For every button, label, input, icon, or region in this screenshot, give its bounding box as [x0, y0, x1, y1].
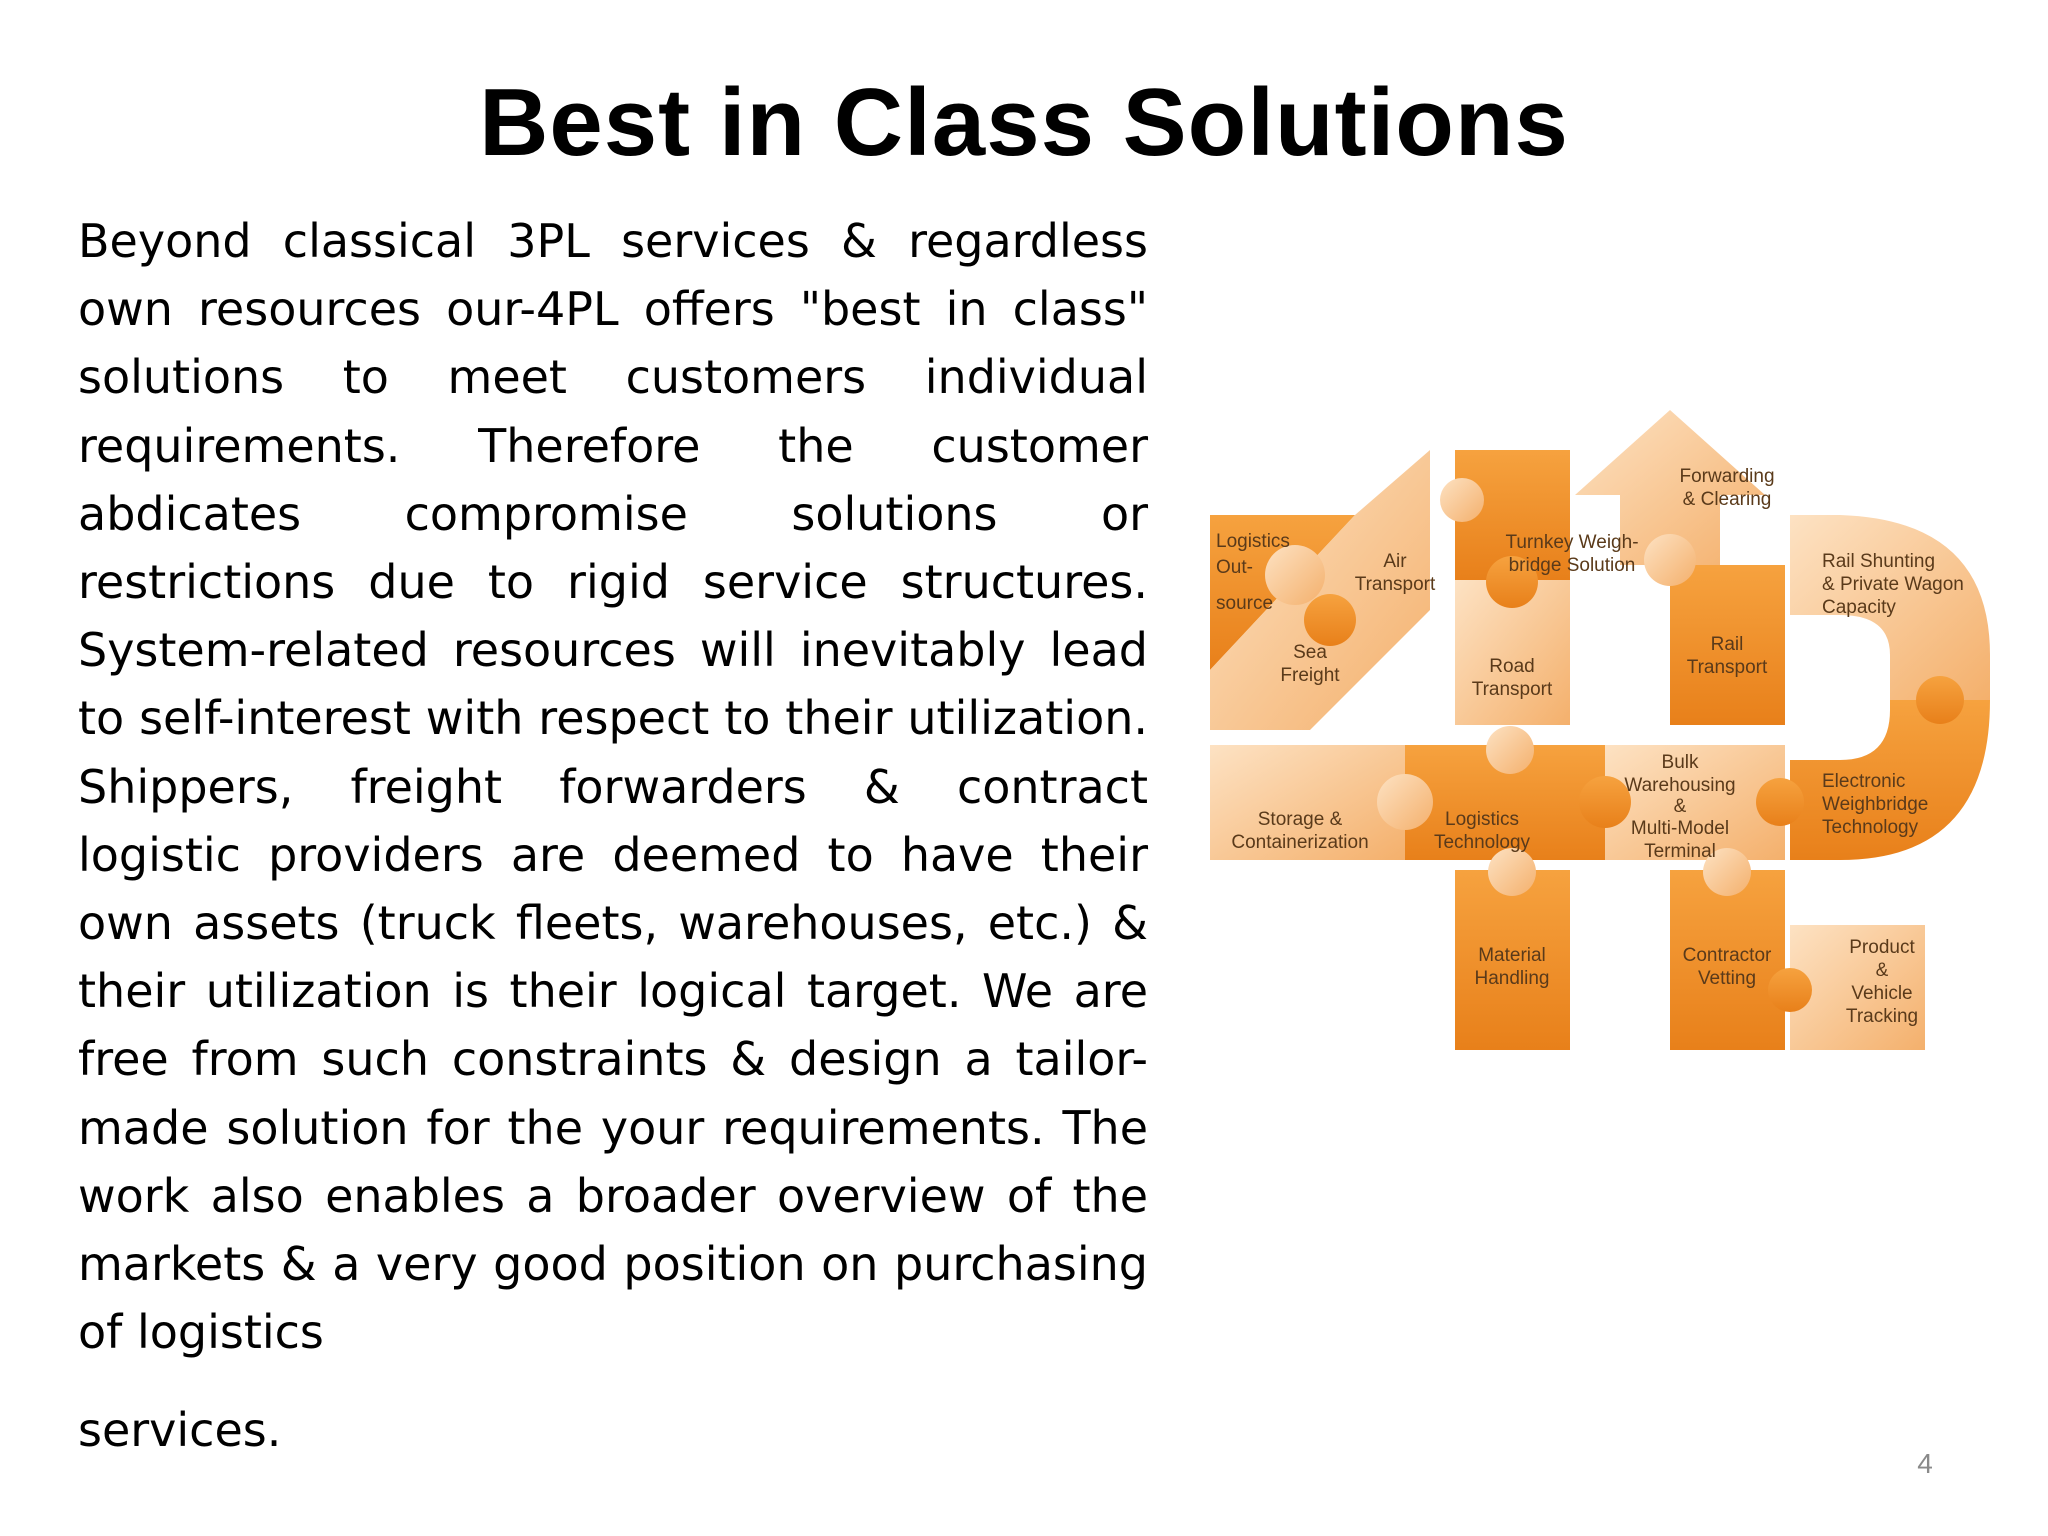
label-air-2: Transport — [1355, 574, 1436, 595]
piece-material-handling — [1455, 870, 1570, 1050]
label-rail-shunting-1: Rail Shunting — [1822, 551, 1935, 572]
label-rail-shunting-2: & Private Wagon — [1822, 574, 1964, 595]
label-rail-2: Transport — [1687, 657, 1768, 678]
knob — [1377, 774, 1433, 830]
body-paragraph: Beyond classical 3PL services & regardle… — [78, 214, 1148, 1360]
piece-rail-shunting — [1790, 515, 1990, 700]
label-forwarding-1: Forwarding — [1679, 466, 1774, 487]
label-logistics-tech-1: Logistics — [1445, 809, 1519, 830]
label-logistics-tech-2: Technology — [1434, 832, 1531, 853]
piece-4-vertical — [1440, 450, 1570, 725]
knob — [1486, 556, 1538, 608]
bottom-row — [1455, 848, 1925, 1050]
piece-product-tracking — [1790, 925, 1925, 1050]
label-turnkey-1: Turnkey Weigh- — [1505, 532, 1638, 553]
knob — [1265, 545, 1325, 605]
label-product-4: Tracking — [1846, 1006, 1918, 1027]
page-number: 4 — [1917, 1448, 1933, 1479]
label-logistics-outsource-2: Out- — [1216, 557, 1253, 578]
label-contractor-2: Vetting — [1698, 968, 1756, 989]
piece-4-diagonal — [1210, 450, 1430, 730]
piece-p-bowl — [1790, 515, 1990, 860]
label-electronic-2: Weighbridge — [1822, 794, 1928, 815]
label-bulk-1: Bulk — [1662, 752, 1699, 773]
puzzle-labels: Logistics Out- source Air Transport Sea … — [1216, 466, 1964, 1027]
4pl-puzzle-graphic: Logistics Out- source Air Transport Sea … — [1200, 410, 2000, 1060]
label-bulk-4: Multi-Model — [1631, 818, 1729, 839]
knob — [1486, 726, 1534, 774]
piece-storage — [1210, 745, 1405, 860]
label-air-1: Air — [1383, 551, 1407, 572]
knob — [1644, 534, 1696, 586]
label-rail-shunting-3: Capacity — [1822, 597, 1896, 618]
puzzle-svg: Logistics Out- source Air Transport Sea … — [1210, 410, 1990, 1050]
label-road-1: Road — [1489, 656, 1534, 677]
label-rail-1: Rail — [1711, 634, 1744, 655]
middle-row — [1210, 726, 1804, 860]
label-material-2: Handling — [1475, 968, 1550, 989]
body-paragraph-last-line: services. — [78, 1403, 282, 1457]
label-sea-2: Freight — [1280, 665, 1340, 686]
slide-title: Best in Class Solutions — [479, 69, 1569, 176]
piece-bulk-warehousing — [1605, 745, 1785, 860]
knob — [1916, 676, 1964, 724]
piece-electronic-weighbridge — [1790, 700, 1990, 860]
knob — [1703, 848, 1751, 896]
label-sea-1: Sea — [1293, 642, 1327, 663]
piece-contractor-vetting — [1670, 870, 1785, 1050]
knob — [1756, 778, 1804, 826]
knob — [1768, 968, 1812, 1012]
label-electronic-3: Technology — [1822, 817, 1919, 838]
label-turnkey-2: bridge Solution — [1509, 555, 1636, 576]
piece-p-arrow — [1575, 410, 1785, 725]
label-material-1: Material — [1478, 945, 1546, 966]
knob — [1440, 478, 1484, 522]
knob — [1579, 776, 1631, 828]
label-electronic-1: Electronic — [1822, 771, 1905, 792]
piece-rail-transport — [1670, 565, 1785, 725]
label-storage-2: Containerization — [1231, 832, 1368, 853]
label-product-1: Product — [1849, 937, 1915, 958]
piece-forwarding — [1575, 410, 1765, 565]
label-forwarding-2: & Clearing — [1683, 489, 1772, 510]
label-product-3: Vehicle — [1851, 983, 1912, 1004]
label-contractor-1: Contractor — [1683, 945, 1772, 966]
label-bulk-2: Warehousing — [1624, 775, 1735, 796]
label-road-2: Transport — [1472, 679, 1553, 700]
label-logistics-outsource-3: source — [1216, 593, 1273, 614]
label-storage-1: Storage & — [1258, 809, 1343, 830]
label-bulk-5: Terminal — [1644, 841, 1716, 862]
label-product-2: & — [1876, 960, 1889, 981]
label-logistics-outsource-1: Logistics — [1216, 531, 1290, 552]
knob — [1304, 594, 1356, 646]
label-bulk-3: & — [1674, 796, 1687, 817]
knob — [1488, 848, 1536, 896]
